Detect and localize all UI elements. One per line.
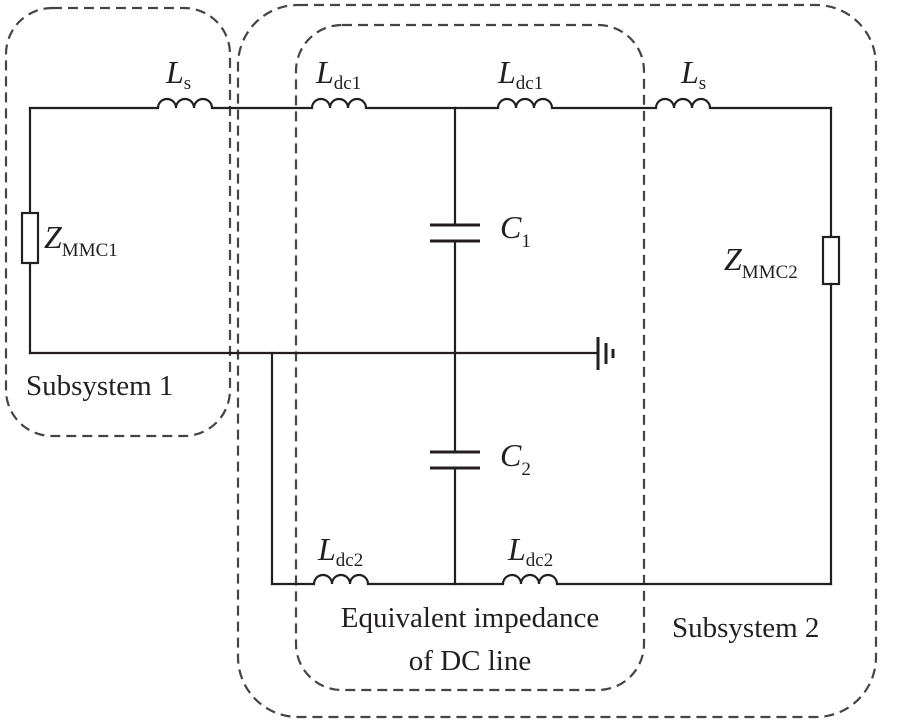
- inductor-ldc1-left: [310, 97, 368, 109]
- subsystem2-boundary: [236, 3, 878, 719]
- label-ldc1-right: Ldc1: [497, 54, 543, 94]
- dc-line-boundary: [294, 23, 646, 692]
- inductor-ls-right: [654, 97, 712, 109]
- label-zmmc2: ZMMC2: [724, 241, 798, 283]
- label-ls-right: Ls: [680, 54, 706, 94]
- subsystem1-boundary: [4, 6, 232, 438]
- inductor-ldc1-right: [496, 97, 554, 109]
- inductor-ldc2-right: [501, 573, 559, 585]
- label-ls-left: Ls: [165, 54, 191, 94]
- label-dc-line-2: of DC line: [409, 645, 531, 677]
- label-ldc1-left: Ldc1: [315, 54, 361, 94]
- label-c1: C1: [500, 209, 531, 252]
- label-zmmc1: ZMMC1: [44, 219, 118, 261]
- label-dc-line-1: Equivalent impedance: [341, 602, 599, 634]
- label-subsystem1: Subsystem 1: [26, 370, 173, 402]
- label-ldc2-right: Ldc2: [507, 531, 553, 571]
- label-c2: C2: [500, 437, 531, 480]
- ground-icon: [596, 337, 615, 370]
- resistor-zmmc1: [20, 211, 40, 265]
- label-ldc2-left: Ldc2: [317, 531, 363, 571]
- inductor-ldc2-left: [312, 573, 370, 585]
- inductor-ls-left: [156, 97, 214, 109]
- resistor-zmmc2: [821, 235, 841, 286]
- label-subsystem2: Subsystem 2: [672, 612, 819, 644]
